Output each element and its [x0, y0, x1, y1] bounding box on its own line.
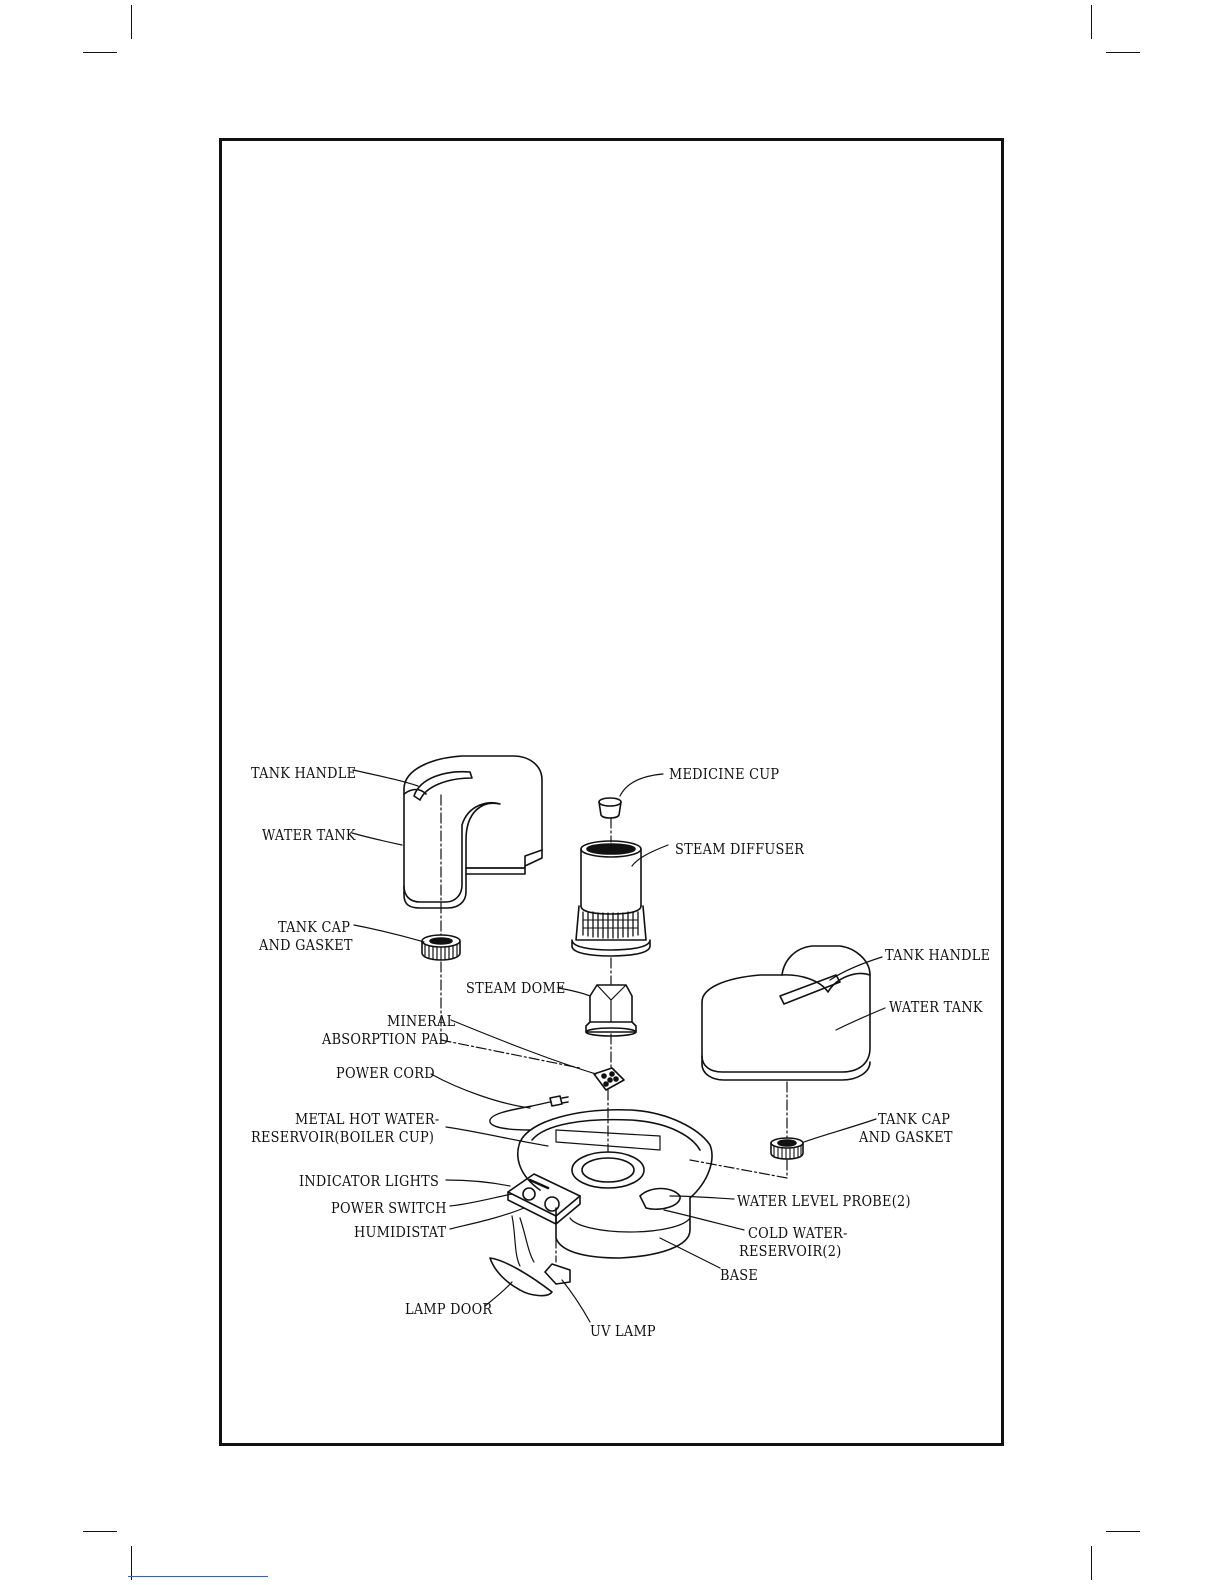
label-power-cord: POWER CORD	[336, 1064, 435, 1082]
label-tank-cap-left-line2: AND GASKET	[259, 936, 353, 954]
label-cold-water-line2: RESERVOIR(2)	[739, 1242, 842, 1260]
label-boiler-line2: RESERVOIR(BOILER CUP)	[251, 1128, 435, 1146]
lamp-door-and-uv-lamp	[489, 1215, 571, 1297]
label-tank-cap-left-line1: TANK CAP	[278, 918, 351, 936]
label-lamp-door: LAMP DOOR	[405, 1300, 493, 1318]
label-power-switch: POWER SWITCH	[331, 1199, 447, 1217]
crop-mark-br-h	[1106, 1531, 1140, 1532]
crop-mark-bl-v	[131, 1546, 132, 1580]
assembly-lines	[440, 794, 788, 1263]
crop-mark-tr-v	[1091, 5, 1092, 39]
label-boiler-line1: METAL HOT WATER-	[295, 1110, 440, 1128]
power-cord	[489, 1095, 569, 1131]
label-steam-dome: STEAM DOME	[466, 979, 566, 997]
crop-mark-bl-h	[83, 1531, 117, 1532]
label-tank-handle-left: TANK HANDLE	[251, 764, 357, 782]
label-mineral-line2: ABSORPTION PAD	[322, 1030, 450, 1048]
leader-lines	[351, 769, 886, 1323]
control-panel	[507, 1173, 581, 1225]
label-base: BASE	[720, 1266, 759, 1284]
medicine-cup	[598, 797, 622, 819]
steam-dome	[585, 984, 637, 1037]
footer-link-underline	[128, 1576, 268, 1577]
label-water-tank-right: WATER TANK	[889, 998, 983, 1016]
right-tank-cap	[770, 1137, 804, 1160]
right-water-tank	[701, 945, 871, 1081]
label-tank-cap-right-line1: TANK CAP	[878, 1110, 951, 1128]
label-uv-lamp: UV LAMP	[590, 1322, 656, 1340]
label-tank-handle-right: TANK HANDLE	[885, 946, 991, 964]
label-steam-diffuser: STEAM DIFFUSER	[675, 840, 805, 858]
left-water-tank	[403, 755, 543, 909]
left-tank-cap	[421, 934, 461, 961]
crop-mark-tl-v	[131, 5, 132, 39]
diagram-frame	[219, 138, 1004, 1446]
label-indicator-lights: INDICATOR LIGHTS	[299, 1172, 440, 1190]
label-tank-cap-right-line2: AND GASKET	[859, 1128, 953, 1146]
crop-mark-br-v	[1091, 1546, 1092, 1580]
steam-diffuser	[571, 840, 651, 957]
crop-mark-tl-h	[83, 52, 117, 53]
label-humidistat: HUMIDISTAT	[354, 1223, 447, 1241]
label-cold-water-line1: COLD WATER-	[748, 1224, 848, 1242]
mineral-pad	[593, 1067, 625, 1091]
label-water-tank-left: WATER TANK	[262, 826, 356, 844]
label-mineral-line1: MINERAL	[387, 1012, 456, 1030]
label-water-level-probe: WATER LEVEL PROBE(2)	[737, 1192, 911, 1210]
humidifier-base	[516, 1108, 713, 1259]
label-medicine-cup: MEDICINE CUP	[669, 765, 780, 783]
crop-mark-tr-h	[1106, 52, 1140, 53]
